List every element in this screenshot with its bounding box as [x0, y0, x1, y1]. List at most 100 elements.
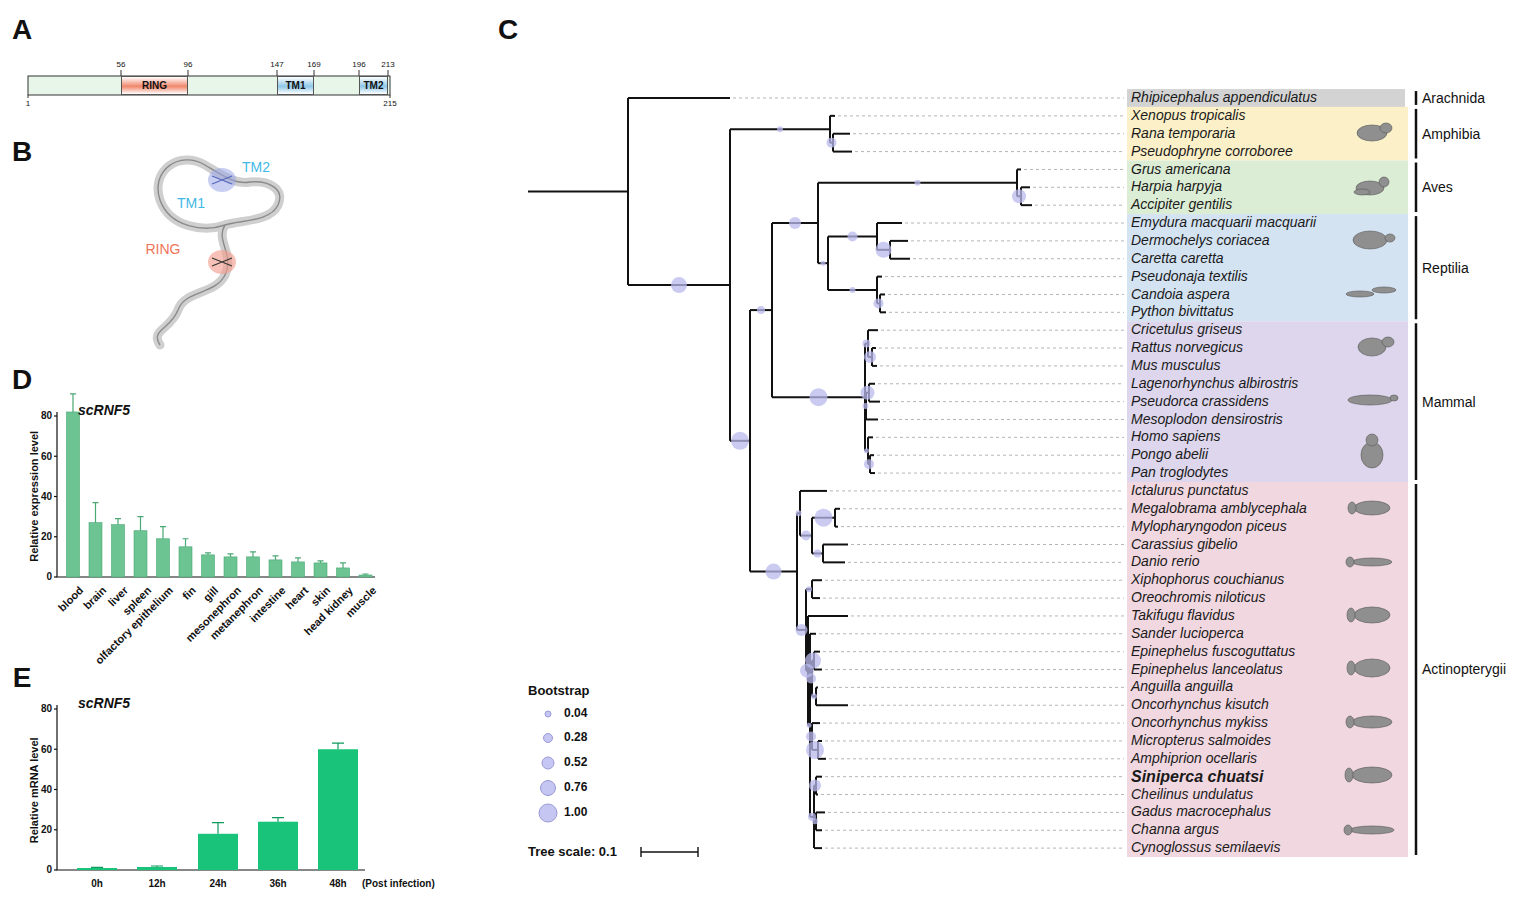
species-name: Oncorhynchus kisutch [1131, 696, 1269, 714]
bootstrap-dot [731, 432, 749, 450]
domain-box: TM1 [277, 76, 314, 95]
tissue-label: blood [56, 584, 86, 614]
residue-number: 56 [117, 60, 126, 69]
expression-bar [314, 563, 327, 577]
bootstrap-dot [757, 306, 765, 314]
clade-band: Grus americanaHarpia harpyjaAccipiter ge… [1127, 161, 1408, 215]
animal-icon [1361, 434, 1383, 468]
axis-line [57, 412, 375, 577]
bootstrap-legend [539, 711, 557, 822]
tree-branch [814, 651, 820, 653]
species-name: Megalobrama amblycephala [1131, 500, 1307, 518]
species-name: Micropterus salmoides [1131, 732, 1271, 750]
gene-name: scRNF5 [78, 402, 130, 418]
species-name: Carassius gibelio [1131, 536, 1238, 554]
species-name: Oreochromis niloticus [1131, 589, 1266, 607]
clade-band [1127, 214, 1408, 321]
leader-line [877, 455, 1124, 456]
bootstrap-dot [801, 531, 811, 541]
bootstrap-dot [861, 386, 875, 400]
panel-letter: C [498, 14, 518, 46]
error-bar [93, 503, 99, 523]
icon-part [1352, 767, 1392, 783]
error-bar [205, 553, 211, 555]
tree-branch [816, 686, 818, 688]
tree-branch [749, 310, 751, 571]
tree-branch [814, 847, 822, 849]
domain-label: RING [146, 241, 181, 257]
bootstrap-dot [671, 277, 687, 293]
clade-name: Mammal [1422, 394, 1476, 410]
tissue-bars [67, 394, 373, 577]
tree-branch [808, 615, 848, 617]
tree-branch [822, 545, 824, 563]
tree-branch [810, 633, 816, 635]
clade-bracket [1415, 484, 1418, 855]
bootstrap-dot [812, 818, 818, 824]
error-bar [250, 552, 256, 557]
bootstrap-swatch [544, 734, 553, 743]
bootstrap-dot [863, 340, 871, 348]
tick-mark [54, 456, 57, 457]
expression-bar [134, 531, 147, 577]
species-name: Accipiter gentilis [1131, 196, 1232, 214]
leader-line [913, 258, 1124, 259]
tick-mark [54, 536, 57, 537]
axis-title: Relative mRNA level [28, 737, 41, 843]
animal-icon [1346, 716, 1392, 728]
tree-branch [833, 133, 850, 135]
animal-icon [1357, 123, 1392, 141]
error-bar [115, 519, 121, 525]
residue-number: 215 [383, 99, 396, 108]
species-name: Cheilinus undulatus [1131, 786, 1253, 804]
icon-part [1346, 291, 1374, 297]
animal-icons [1344, 123, 1398, 835]
domain-box: RING [121, 76, 188, 95]
bootstrap-dot [777, 126, 783, 132]
mrna-bar [318, 749, 358, 870]
icon-part [1344, 825, 1352, 835]
animal-icon [1347, 659, 1390, 677]
clade-band: Cricetulus griseusRattus norvegicusMus m… [1127, 321, 1408, 482]
leader-line [889, 312, 1124, 313]
species-name: Dermochelys coriacea [1131, 232, 1270, 250]
species-name: Amphiprion ocellaris [1131, 750, 1257, 768]
error-bar [363, 574, 369, 575]
domain-label: TM1 [177, 195, 205, 211]
expression-bar [89, 523, 102, 577]
leader-line [878, 473, 1124, 474]
expression-bar [157, 539, 170, 577]
residue-number: 196 [352, 60, 365, 69]
species-name: Epinephelus fuscoguttatus [1131, 643, 1295, 661]
species-name: Mus musculus [1131, 357, 1220, 375]
tree-branch [868, 436, 873, 438]
icon-part [1348, 395, 1392, 405]
icon-part [1352, 558, 1392, 566]
domain-label: TM2 [242, 159, 270, 175]
tree-branch [890, 240, 908, 242]
leader-line [881, 419, 1124, 420]
bootstrap-dot [805, 653, 821, 669]
tick-label: 80 [41, 410, 52, 422]
tissue-label: fin [180, 584, 198, 602]
leader-line [825, 848, 1124, 849]
species-name: Pseudophryne corroboree [1131, 143, 1293, 161]
tick-label: 20 [41, 824, 52, 836]
tick-label: 40 [41, 784, 52, 796]
icon-part [1354, 607, 1390, 623]
species-name: Anguilla anguilla [1131, 678, 1233, 696]
tick-label: 80 [41, 703, 52, 715]
tree-branch [833, 151, 852, 153]
tissue-label: brain [80, 584, 108, 612]
tm-helix [208, 168, 236, 192]
tick-mark [54, 789, 57, 790]
species-name: Siniperca chuatsi [1131, 768, 1264, 786]
protein-bar [28, 76, 390, 95]
icon-part [1345, 768, 1353, 782]
mrna-bar [258, 822, 298, 870]
domain-box: TM2 [359, 76, 388, 95]
time-label: 24h [209, 878, 226, 890]
error-bar [332, 743, 344, 749]
icon-part [1390, 395, 1398, 401]
icon-part [1346, 716, 1354, 728]
